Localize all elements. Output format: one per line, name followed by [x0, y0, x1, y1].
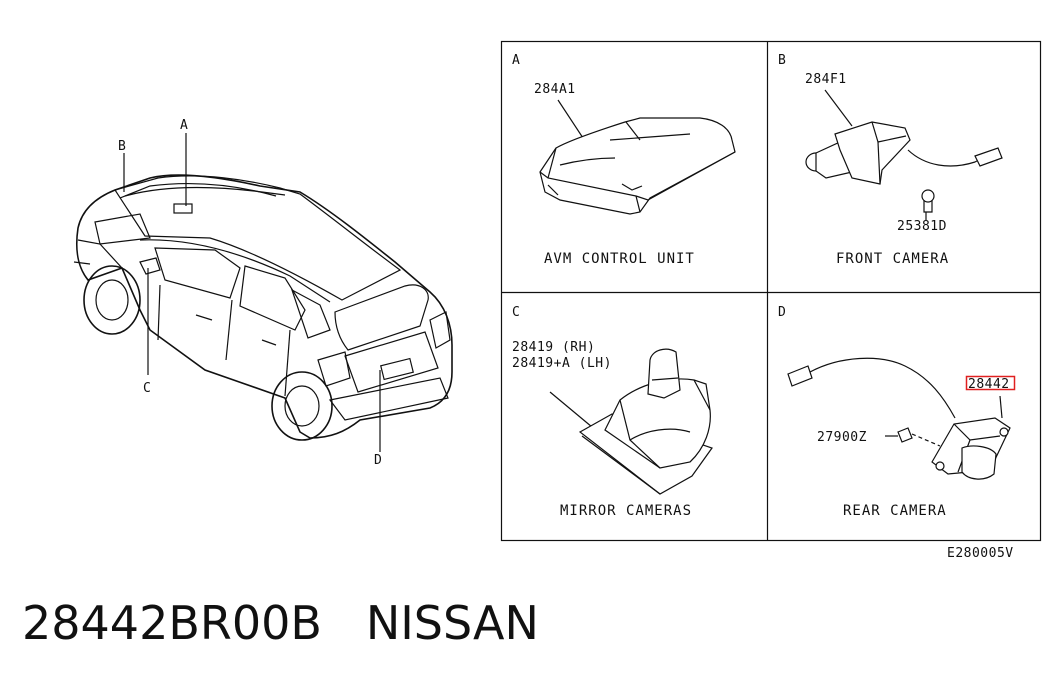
- panel-b: B 284F1 25381D FRONT CAMERA: [778, 53, 1003, 267]
- mirror-camera-illustration: [578, 348, 713, 495]
- caption-mirror-cameras: MIRROR CAMERAS: [560, 503, 692, 519]
- rear-camera-illustration: [787, 357, 1011, 480]
- component-panels: [500, 40, 1042, 542]
- panel-letter-a: A: [512, 53, 520, 68]
- panel-c: C 28419 (RH) 28419+A (LH) MIRROR CAMERAS: [512, 305, 713, 519]
- front-camera-illustration: [805, 121, 1003, 220]
- footer-part-number: 28442BR00B: [22, 596, 322, 650]
- callout-label-b: B: [118, 139, 126, 154]
- panel-letter-d: D: [778, 305, 786, 320]
- caption-front-camera: FRONT CAMERA: [836, 251, 949, 267]
- panel-letter-c: C: [512, 305, 520, 320]
- panel-letter-b: B: [778, 53, 786, 68]
- callout-label-d: D: [374, 453, 382, 468]
- footer-part-info: 28442BR00B NISSAN: [22, 596, 539, 650]
- part-number-28419a-lh: 28419+A (LH): [512, 356, 612, 371]
- diagram-reference-code: E280005V: [947, 546, 1014, 561]
- panel-d: D 28442 27900Z REAR CAMERA: [778, 305, 1016, 519]
- panel-a: A 284A1 AVM CONTROL UNIT: [512, 53, 736, 267]
- avm-control-unit-illustration: [539, 117, 736, 215]
- caption-avm-control-unit: AVM CONTROL UNIT: [544, 251, 695, 267]
- caption-rear-camera: REAR CAMERA: [843, 503, 947, 519]
- vehicle-illustration: A B C D: [73, 118, 453, 468]
- part-number-28419-rh: 28419 (RH): [512, 340, 595, 355]
- part-number-284f1: 284F1: [805, 72, 847, 87]
- footer-brand: NISSAN: [365, 596, 539, 650]
- part-number-28442: 28442: [968, 377, 1010, 392]
- part-number-27900z: 27900Z: [817, 430, 867, 445]
- part-number-25381d: 25381D: [897, 219, 947, 234]
- highlight-box-28442: [965, 375, 1016, 391]
- part-number-284a1: 284A1: [534, 82, 576, 97]
- callout-label-c: C: [143, 381, 151, 396]
- callout-label-a: A: [180, 118, 188, 133]
